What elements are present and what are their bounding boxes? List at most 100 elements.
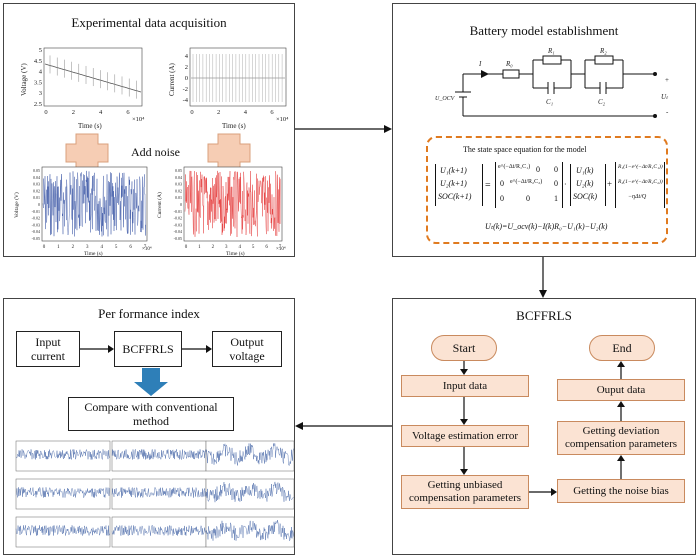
noise-c-xtick-4: 4 (238, 245, 241, 250)
voltage-xtick-1: 2 (72, 109, 75, 116)
matrix-r1c3: 0 (554, 165, 558, 174)
matrix-r2c2: e^(−Δt/R₂C₂) (510, 179, 543, 185)
noise-v-ytick-3: 0.02 (33, 188, 40, 193)
thumb-plot-2-2 (205, 516, 295, 548)
noise-voltage-ylabel: Voltage (V) (13, 192, 20, 218)
voltage-xtick-2: 4 (99, 109, 103, 116)
voltage-ytick-0: 5 (39, 47, 42, 54)
current-ytick-2: 0 (185, 75, 188, 82)
noise-v-ytick-8: -0.03 (32, 222, 40, 227)
flow-deviation-compensation: Getting deviation compensation parameter… (557, 421, 685, 455)
flow-end: End (589, 335, 655, 361)
current-ytick-1: 2 (185, 64, 188, 71)
current-xtick-3: 6 (270, 109, 274, 116)
noise-c-ytick-9: -0.04 (174, 229, 182, 234)
noise-c-xtick-5: 5 (252, 245, 255, 250)
noise-c-xtick-0: 0 (185, 245, 188, 250)
noise-v-xtick-2: 2 (72, 245, 75, 250)
current-ytick-0: 4 (185, 53, 189, 60)
noise-c-ytick-7: -0.02 (174, 216, 182, 221)
state-vector-current: U₁(k) U₂(k) SOC(k) (570, 164, 606, 206)
panel-bcffrls: BCFFRLS Start End Input data Voltage est… (392, 298, 696, 555)
noise-v-ytick-0: 0.05 (33, 168, 40, 173)
voltage-xtick-0: 0 (44, 109, 47, 116)
label-c1: C₁ (546, 98, 553, 106)
current-ylabel: Current (A) (168, 62, 176, 96)
flow-noise-bias: Getting the noise bias (557, 479, 685, 503)
state-vec-3: SOC(k+1) (438, 192, 472, 201)
noise-current-ylabel: Current (A) (156, 192, 163, 218)
voltage-ytick-3: 3.5 (34, 79, 42, 86)
noise-v-xtick-6: 6 (129, 245, 132, 250)
panel-title-bcffrls: BCFFRLS (516, 308, 572, 323)
voltage-ytick-4: 3 (39, 90, 42, 97)
noise-c-ytick-8: -0.03 (174, 222, 182, 227)
state-vector-next: U₁(k+1) U₂(k+1) SOC(k+1) (435, 164, 483, 206)
panel-performance-index: Per formance index Input current BCFFRLS… (3, 298, 295, 555)
noise-c-ytick-0: 0.05 (175, 168, 182, 173)
label-minus: - (666, 108, 669, 116)
noise-v-xtick-7: 7 (144, 245, 147, 250)
thumb-plot-1-2 (205, 478, 295, 510)
noise-v-ytick-10: -0.05 (32, 236, 40, 241)
noise-c-ytick-6: -0.01 (174, 209, 182, 214)
voltage-ytick-2: 4 (39, 69, 43, 76)
state-vec-2: U₂(k+1) (440, 179, 467, 188)
flowchart-arrows (460, 361, 625, 496)
thumb-plot-2-1 (111, 516, 207, 548)
noise-c-xtick-3: 3 (225, 245, 228, 250)
input-row-2: R₂(1−e^(−Δt/R₂C₂)) (618, 179, 663, 185)
noise-v-ytick-4: 0.01 (33, 195, 40, 200)
equals-sign: = (485, 180, 491, 191)
label-c2: C₂ (598, 98, 606, 106)
label-uocv: U_OCV (435, 96, 456, 102)
label-r1: R₁ (547, 47, 555, 55)
noise-c-xtick-1: 1 (198, 245, 201, 250)
add-noise-label: Add noise (131, 145, 180, 159)
noise-current-exp: ×10⁴ (276, 246, 286, 252)
panel-battery-model: Battery model establishment (392, 3, 696, 257)
noise-c-ytick-5: 0 (180, 202, 182, 207)
noise-v-ytick-5: 0 (38, 202, 40, 207)
current-xtick-0: 0 (190, 109, 193, 116)
matrix-r1c1: e^(−Δt/R₁C₁) (498, 164, 531, 170)
noise-c-ytick-1: 0.04 (175, 175, 182, 180)
voltage-ytick-1: 4.5 (34, 58, 42, 65)
current-time-xlabel: Time (s) (222, 122, 246, 130)
noise-v-xtick-3: 3 (86, 245, 89, 250)
noise-voltage-exp: ×10⁴ (142, 246, 152, 252)
noise-v-xtick-0: 0 (43, 245, 46, 250)
matrix-r1c2: 0 (536, 165, 540, 174)
noise-current-xlabel: Time (s) (226, 250, 245, 257)
matrix-r2c3: 0 (554, 179, 558, 188)
state-space-equation-box (426, 136, 668, 244)
label-current-i: I (478, 60, 482, 68)
noise-c-xtick-2: 2 (212, 245, 215, 250)
output-voltage-box: Output voltage (212, 331, 282, 367)
noise-v-ytick-7: -0.02 (32, 216, 40, 221)
flow-input-data: Input data (401, 375, 529, 397)
label-plus: + (665, 76, 669, 84)
current-xtick-2: 4 (244, 109, 248, 116)
equation-title: The state space equation for the model (463, 145, 587, 154)
dot-operator-1: · (564, 180, 567, 189)
compare-method-box: Compare with conventional method (68, 397, 234, 431)
matrix-r3c3: 1 (554, 194, 558, 203)
matrix-r3c2: 0 (526, 194, 530, 203)
state-vec-1: U₁(k+1) (440, 166, 467, 175)
flow-unbiased-compensation: Getting unbiased compensation parameters (401, 475, 529, 509)
label-r0: R₀ (505, 60, 513, 68)
label-ut: Uₜ (661, 93, 669, 101)
state-vec-k-2: U₂(k) (576, 179, 594, 188)
current-ytick-4: -4 (183, 97, 189, 104)
voltage-noise-signal (42, 170, 146, 237)
noise-c-ytick-10: -0.05 (174, 236, 182, 241)
flow-output-data: Ouput data (557, 379, 685, 401)
input-vector: R₁(1−e^(−Δt/R₁C₁)) R₂(1−e^(−Δt/R₂C₂)) −η… (615, 162, 665, 208)
state-vec-k-1: U₁(k) (576, 166, 594, 175)
noise-c-xtick-7: 7 (279, 245, 282, 250)
noise-c-xtick-6: 6 (265, 245, 268, 250)
voltage-raw-signal (44, 55, 142, 99)
matrix-r2c1: 0 (500, 179, 504, 188)
noise-v-xtick-5: 5 (115, 245, 118, 250)
